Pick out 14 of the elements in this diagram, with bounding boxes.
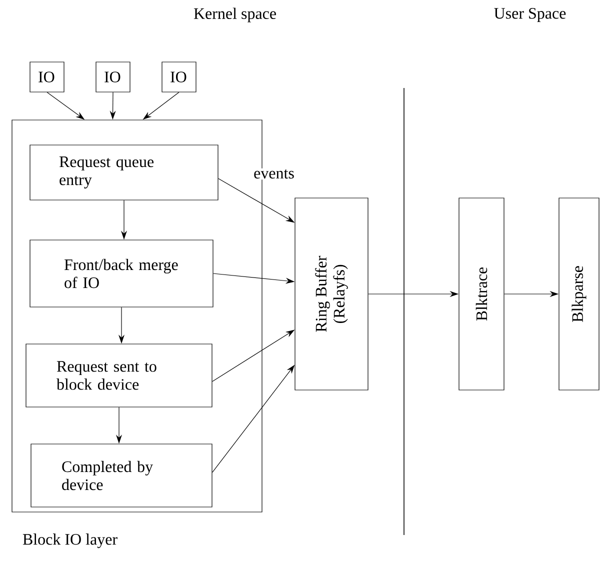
step-box: Completed by device [30, 444, 212, 508]
process-box: Blkparse [558, 198, 600, 390]
io-box: IO [96, 62, 130, 92]
node-label: Block IO layer [22, 534, 118, 548]
edge-label: events [252, 168, 296, 180]
io-box: IO [30, 62, 64, 92]
process-box: Blktrace [458, 198, 504, 390]
step-box: Request sent to block device [26, 344, 212, 408]
space-label: Kernel space [194, 8, 276, 22]
space-label: User Space [494, 8, 566, 22]
step-box: Front/back merge of IO [30, 240, 214, 308]
buffer-box: Ring Buffer (Relayfs) [294, 198, 368, 390]
step-box: Request queue entry [30, 144, 218, 200]
io-box: IO [162, 62, 196, 92]
